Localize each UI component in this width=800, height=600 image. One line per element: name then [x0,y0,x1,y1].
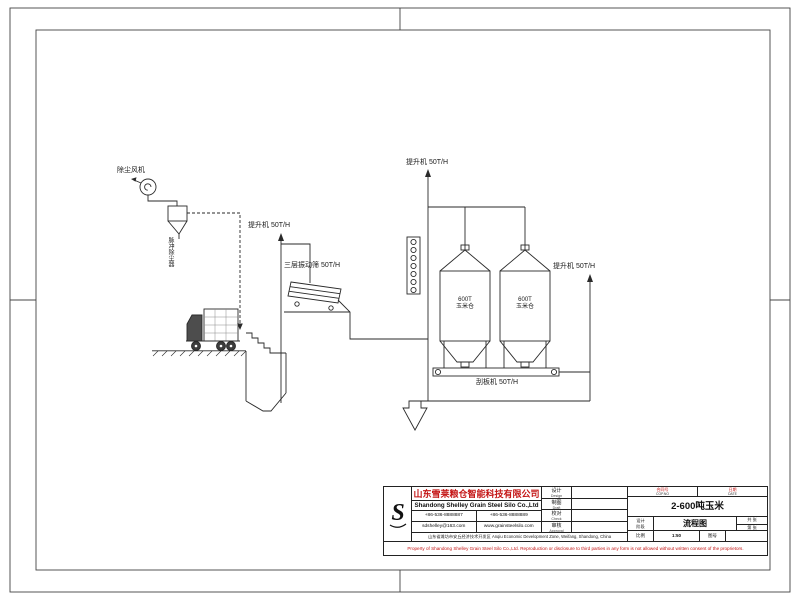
phone-1: +86-536-8888887 [412,511,477,522]
field-value [572,522,627,533]
company-name-en: Shandong Shelley Grain Steel Silo Co.,Lt… [412,501,541,511]
sheets-current: 第 张 [747,524,757,530]
grain-truck-icon [186,308,240,351]
scale-label: 比例 [628,531,654,541]
dust-fan-label: 除尘风机 [117,167,145,174]
scraper-conveyor-label: 刮板机 50T/H [476,379,519,386]
dust-fan-icon [131,177,157,196]
elevator-3-label: 提升机 50T/H [553,263,596,270]
vibrating-screen-label: 三层振动筛 50T/H [284,262,341,269]
scraper-conveyor-icon [432,367,590,377]
field-label-en: Check [551,517,562,521]
fig-no-label: 图号 [700,531,726,541]
silo-2-material: 玉米仓 [515,304,534,310]
address-en: Anqiu Economic Development Zone, Weifang… [491,534,612,539]
sheets-total: 共 张 [737,517,767,525]
company-logo: S [384,487,412,541]
unloading-pit [245,332,287,412]
silo-2-capacity: 600T [518,297,532,303]
elevator-1-label: 提升机 50T/H [248,222,291,229]
field-value [572,499,627,510]
stage-label: 设计 阶段 [628,517,654,530]
address-cn: 山东省潍坊市安丘经济技术开发区 [427,534,491,539]
field-label: 校对 [551,511,562,517]
company-name-cn: 山东雪莱粮仓智能科技有限公司 [412,489,541,501]
contract-date-row: 合同号 COP.NO 日期 DATE [628,487,767,497]
fig-no-value [726,531,767,541]
ground-line [152,350,247,357]
silo-2-text: 600T 玉米仓 [500,297,550,311]
sheet-count: 共 张 第 张 [737,517,767,530]
copyright-disclaimer: Property of Shandong Shelley Grain Steel… [384,541,767,555]
discharge-arrow-icon [402,400,428,431]
field-label: 制图 [551,499,562,506]
silo-1-icon [439,244,491,368]
field-label-en: Approval [549,528,564,533]
silo-1-material: 玉米仓 [455,304,474,310]
dust-collector-icon [147,195,188,239]
field-label-en: Draft [552,505,561,510]
project-name: 2-600吨玉米 [628,497,767,517]
website: www.grainsteelsilo.com [483,524,534,530]
duct-arrow-down [237,323,243,330]
company-address: 山东省潍坊市安丘经济技术开发区 Anqiu Economic Developme… [412,532,627,541]
bucket-elevator-3 [415,274,593,402]
scale-value: 1:50 [654,531,700,541]
dust-duct-dashed-line [187,212,241,324]
date-cell: 日期 DATE [728,487,737,496]
dust-collector-label: 脉冲除尘器 [167,237,173,267]
field-label: 设计 [551,488,562,494]
field-value [572,487,627,498]
elevator-2-label: 提升机 50T/H [406,159,449,166]
email: sdshelley@163.com [412,521,477,532]
sheet-border [9,7,791,593]
logo-icon: S [389,500,406,528]
drawing-name: 流程图 [654,517,737,530]
title-block: S 山东雪莱粮仓智能科技有限公司 Shandong Shelley Grain … [383,486,768,556]
silo-1-text: 600T 玉米仓 [440,297,490,311]
bucket-elevator-1 [278,233,311,403]
field-value [572,510,627,521]
svg-text:S: S [391,500,404,526]
field-label-en: Design [550,494,563,498]
phone-2: +86-536-8888889 [476,511,541,522]
vibrating-screen-icon [284,281,428,340]
field-label: 审核 [551,522,562,529]
silo-2-icon [499,244,551,368]
company-contact: +86-536-8888887 +86-536-8888889 sdshelle… [412,511,541,532]
bucket-elevator-2 [425,169,526,401]
contract-no-cell: 合同号 COP.NO [628,487,698,496]
silo-1-capacity: 600T [458,297,472,303]
bucket-chain-icon [406,236,421,295]
